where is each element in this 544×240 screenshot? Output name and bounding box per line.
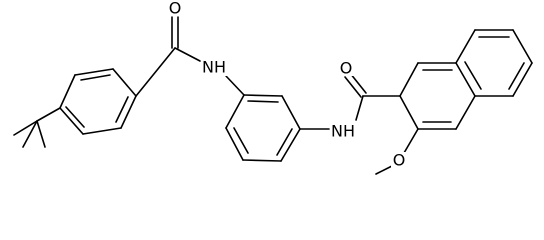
naphthalene-ring-system [399, 29, 533, 130]
atom-label-o-methoxy: O [391, 151, 407, 170]
bond [512, 62, 533, 97]
benzene-ring-left [59, 68, 137, 135]
bond [174, 47, 201, 62]
bond [399, 62, 419, 97]
bond [242, 159, 282, 162]
svg-text:NH: NH [331, 122, 355, 141]
bond [59, 107, 84, 135]
bond [512, 29, 533, 64]
double-bond-inner [276, 128, 293, 156]
double-bond-inner [115, 96, 129, 123]
svg-text:O: O [340, 59, 353, 78]
bond [403, 128, 419, 154]
bond [36, 120, 46, 148]
atom-label-o-carbonyl-right: O [338, 59, 354, 78]
carbonyl-double-bond [349, 72, 367, 94]
svg-text:O: O [169, 0, 182, 18]
atom-label-nh-right: NH [330, 122, 356, 141]
bond [74, 68, 114, 76]
bond [112, 68, 137, 97]
bond [120, 95, 137, 129]
bond [355, 95, 364, 121]
bond [455, 95, 476, 130]
double-bond-inner [464, 61, 482, 90]
bond [225, 94, 245, 129]
svg-text:O: O [393, 151, 406, 170]
bond [135, 47, 176, 97]
bond [375, 165, 393, 175]
bond [22, 120, 38, 148]
bond [455, 62, 476, 97]
bond [243, 94, 283, 97]
double-bond-inner [65, 106, 85, 128]
bond [36, 107, 61, 122]
svg-text:NH: NH [202, 58, 226, 77]
bond [280, 128, 301, 162]
atom-label-nh-left: NH [201, 58, 227, 77]
bond [225, 75, 245, 96]
carbonyl-double-bond [344, 76, 362, 98]
tert-butyl-group [13, 107, 61, 148]
bond [455, 29, 476, 64]
bond [399, 95, 419, 130]
amide-group-left [135, 16, 245, 97]
atom-label-o-carbonyl-left: O [167, 0, 183, 18]
methoxy-group [375, 128, 419, 175]
bond [82, 127, 122, 135]
amide-group-right [299, 72, 401, 130]
benzene-ring-center [225, 94, 301, 162]
double-bond-inner [233, 127, 249, 154]
bond [225, 127, 244, 161]
bond [13, 120, 38, 136]
double-bond-inner [80, 74, 111, 81]
bond [59, 74, 76, 109]
double-bond-inner [508, 62, 525, 90]
bond [281, 95, 301, 130]
structure-diagram: O NH NH O O [13, 0, 533, 175]
double-bond-inner [247, 100, 279, 103]
